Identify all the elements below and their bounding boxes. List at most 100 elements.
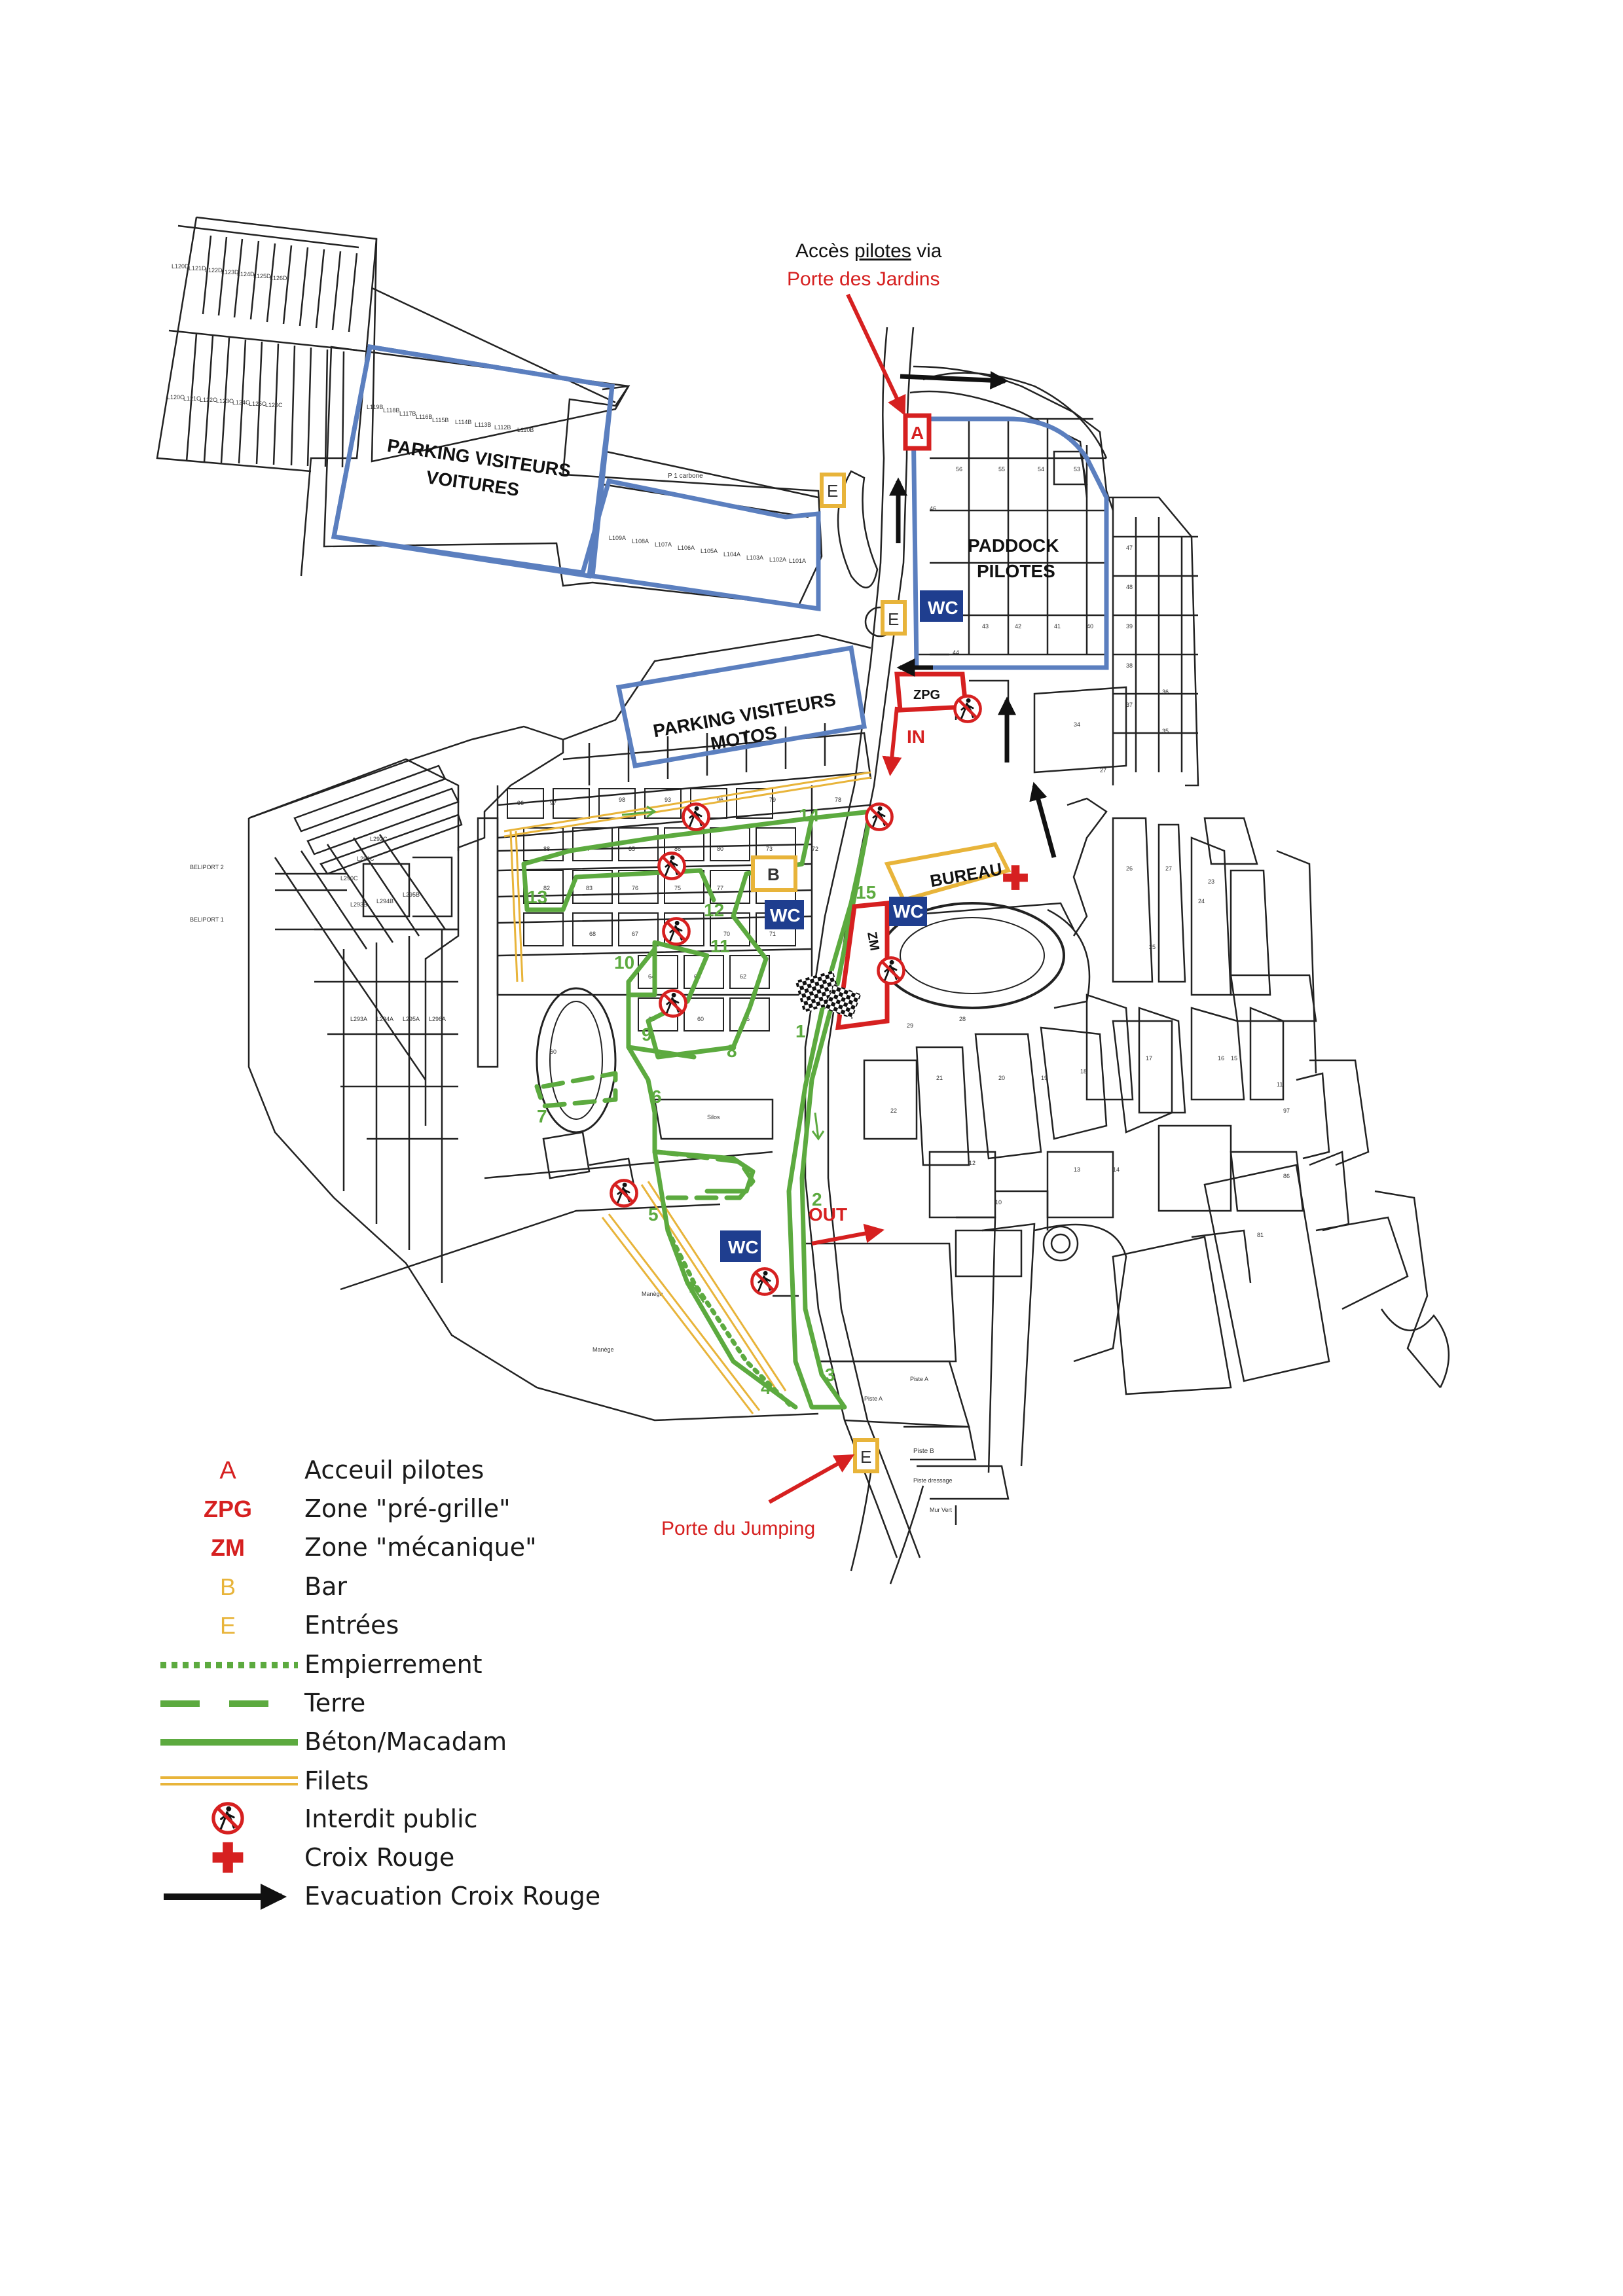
wc-label-paddock: WC	[928, 598, 958, 618]
svg-text:L126D: L126D	[270, 275, 287, 281]
svg-text:35: 35	[1162, 728, 1169, 734]
legend-label-beton: Béton/Macadam	[304, 1727, 507, 1756]
legend-label-accueil: Acceuil pilotes	[304, 1456, 484, 1484]
bar-box	[751, 855, 797, 892]
svg-text:L101A: L101A	[789, 558, 806, 564]
svg-text:L114B: L114B	[455, 419, 471, 425]
svg-text:L120C: L120C	[167, 394, 185, 401]
svg-text:Manège: Manège	[642, 1291, 663, 1297]
svg-text:L296A: L296A	[429, 1016, 446, 1022]
porte-du-jumping-label: Porte du Jumping	[661, 1518, 815, 1539]
svg-text:L112B: L112B	[494, 424, 511, 431]
route-number-7: 7	[537, 1106, 547, 1126]
svg-text:73: 73	[766, 846, 773, 852]
svg-text:83: 83	[586, 885, 593, 891]
svg-text:L119B: L119B	[367, 404, 383, 410]
zm-label: ZM	[864, 931, 882, 952]
route-number-13: 13	[527, 887, 547, 907]
route-arrows	[621, 805, 825, 1303]
legend-label-entrees: Entrées	[304, 1611, 399, 1640]
legend-symbol-zm: ZM	[211, 1534, 245, 1561]
svg-text:85: 85	[629, 846, 635, 852]
legend-label-zpg: Zone "pré-grille"	[304, 1494, 511, 1523]
svg-text:26: 26	[1126, 865, 1133, 872]
legend-label-filets: Filets	[304, 1767, 369, 1795]
svg-text:55: 55	[998, 466, 1005, 473]
svg-text:38: 38	[1126, 662, 1133, 669]
route-number-1: 1	[795, 1021, 806, 1041]
svg-text:25: 25	[1149, 944, 1156, 950]
paddock-pilotes-zone	[911, 416, 1109, 670]
zpg-label: ZPG	[913, 688, 940, 702]
evacuation-arrows	[889, 371, 1057, 858]
paddock-label-2: PILOTES	[977, 561, 1055, 581]
svg-text:L125C: L125C	[249, 401, 266, 407]
wc-label-bar: WC	[770, 905, 801, 925]
svg-text:Piste B: Piste B	[913, 1448, 934, 1455]
svg-text:22: 22	[890, 1107, 897, 1114]
svg-text:L293A: L293A	[350, 1016, 367, 1022]
svg-text:72: 72	[812, 846, 818, 852]
wc-boxes	[720, 590, 963, 1262]
svg-text:53: 53	[1074, 466, 1080, 473]
svg-text:L115B: L115B	[432, 417, 448, 423]
arrow-in	[882, 706, 902, 776]
legend-label-interdit: Interdit public	[304, 1804, 478, 1833]
svg-text:Piste A: Piste A	[910, 1376, 928, 1382]
svg-text:78: 78	[835, 797, 841, 803]
filets-lines	[503, 771, 871, 1414]
arrow-porte-jumping	[768, 1454, 855, 1504]
entree-bottom-box	[853, 1438, 879, 1473]
svg-text:14: 14	[1113, 1166, 1120, 1173]
svg-text:L107A: L107A	[655, 541, 672, 548]
svg-text:96: 96	[717, 797, 723, 803]
svg-text:67: 67	[632, 931, 638, 937]
route-beton	[786, 809, 873, 1410]
svg-text:98: 98	[619, 797, 625, 803]
svg-text:27: 27	[1100, 767, 1106, 774]
svg-text:79: 79	[769, 797, 776, 803]
parking-visiteurs-voitures-zone	[331, 344, 821, 612]
porte-des-jardins-label: Porte des Jardins	[787, 268, 939, 290]
svg-text:60: 60	[550, 1049, 556, 1055]
route-terre	[534, 1071, 618, 1109]
svg-text:L124D: L124D	[237, 271, 255, 278]
entree-top-left-letter: E	[827, 481, 838, 501]
route-number-4: 4	[761, 1378, 771, 1398]
svg-text:L118B: L118B	[383, 407, 399, 414]
svg-text:L123C: L123C	[216, 398, 234, 404]
svg-text:15: 15	[1231, 1055, 1237, 1062]
svg-text:L102A: L102A	[769, 556, 786, 563]
svg-text:Piste dressage: Piste dressage	[913, 1477, 953, 1484]
green-routes	[521, 809, 873, 1410]
svg-text:47: 47	[1126, 545, 1133, 551]
svg-text:97: 97	[1283, 1107, 1290, 1114]
svg-text:60: 60	[697, 1016, 704, 1022]
route-number-3: 3	[825, 1365, 835, 1385]
route-number-2: 2	[812, 1189, 822, 1210]
svg-text:56: 56	[956, 466, 962, 473]
route-number-11: 11	[710, 936, 730, 956]
svg-text:23: 23	[1208, 878, 1214, 885]
svg-text:BELIPORT 2: BELIPORT 2	[190, 864, 224, 870]
svg-text:70: 70	[723, 931, 730, 937]
red-zones	[835, 413, 968, 1031]
parking-visiteurs-motos-zone	[615, 645, 867, 769]
svg-text:93: 93	[665, 797, 671, 803]
svg-text:28: 28	[959, 1016, 966, 1022]
svg-text:97: 97	[550, 800, 556, 806]
svg-text:L109A: L109A	[609, 535, 626, 541]
accueil-pilotes-box	[903, 413, 932, 451]
svg-text:L126C: L126C	[265, 402, 283, 408]
svg-text:86: 86	[674, 846, 681, 852]
parking-visiteurs-voitures-zone-main	[331, 344, 615, 579]
legend-label-croix-rouge: Croix Rouge	[304, 1843, 454, 1872]
svg-text:L294A: L294A	[376, 1016, 393, 1022]
svg-text:BELIPORT 1: BELIPORT 1	[190, 916, 224, 923]
svg-text:L125D: L125D	[253, 273, 271, 279]
svg-text:16: 16	[1218, 1055, 1224, 1062]
svg-text:40: 40	[1087, 623, 1093, 630]
bar-letter: B	[767, 865, 780, 884]
svg-text:24: 24	[1198, 898, 1205, 905]
